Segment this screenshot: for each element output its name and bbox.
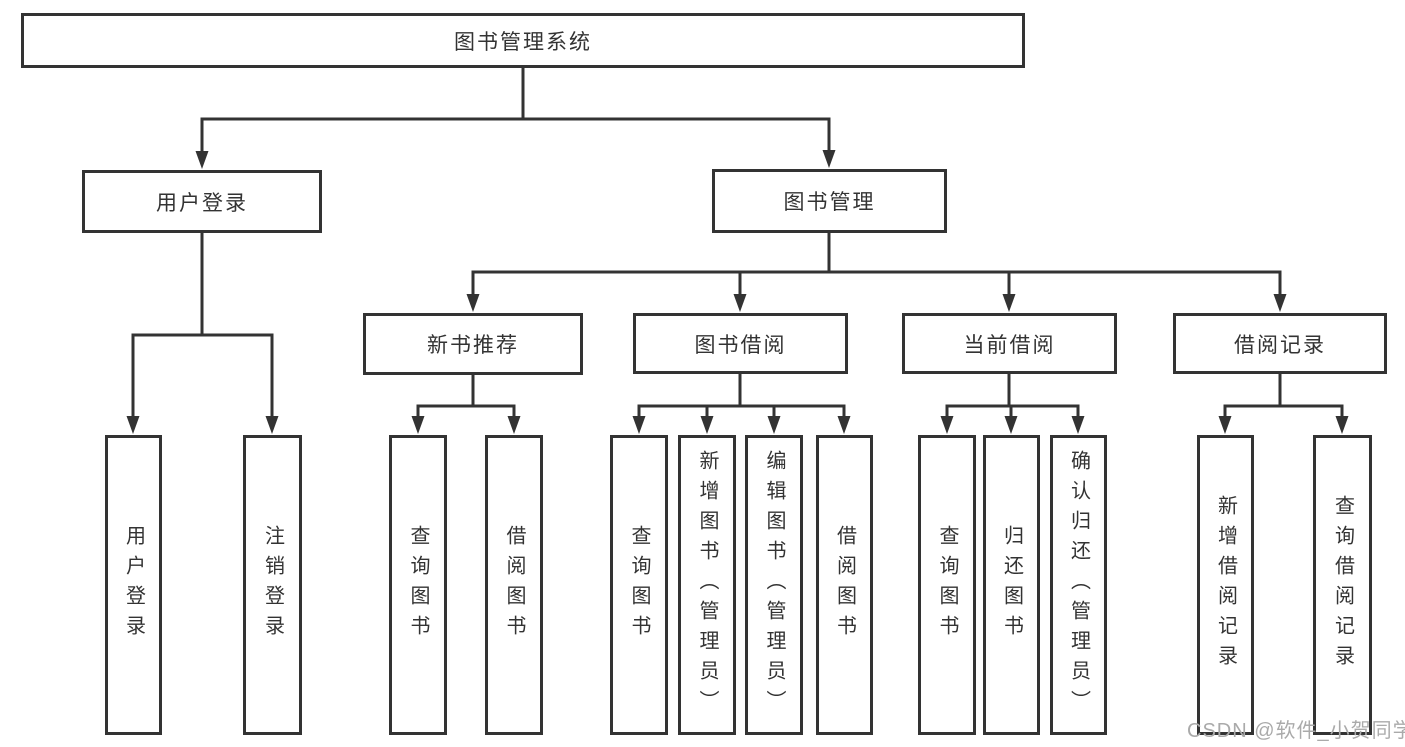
node-label: 图书借阅 xyxy=(694,333,787,357)
node-user-login: 用户登录 xyxy=(82,170,322,233)
node-label: 确认归还（管理员） xyxy=(1067,450,1090,720)
node-root-library-system: 图书管理系统 xyxy=(21,13,1025,68)
node-current-borrow: 当前借阅 xyxy=(902,313,1117,374)
node-label: 用户登录 xyxy=(122,525,145,645)
arrow-down-icon xyxy=(1002,294,1016,312)
arrow-down-icon xyxy=(1335,416,1349,434)
leaf-query-books-3: 查询图书 xyxy=(918,435,976,735)
arrow-down-icon xyxy=(837,416,851,434)
node-book-borrow: 图书借阅 xyxy=(633,313,848,374)
connector-current-borrow-to-leaves xyxy=(940,374,1085,434)
arrow-down-icon xyxy=(822,150,836,168)
node-new-book-recommend: 新书推荐 xyxy=(363,313,583,375)
leaf-return-books: 归还图书 xyxy=(983,435,1040,735)
connector-book-borrow-to-leaves xyxy=(632,374,851,434)
node-label: 新增借阅记录 xyxy=(1214,495,1237,675)
arrow-down-icon xyxy=(466,294,480,312)
node-label: 归还图书 xyxy=(1000,525,1023,645)
arrow-down-icon xyxy=(767,416,781,434)
arrow-down-icon xyxy=(126,416,140,434)
node-label: 查询图书 xyxy=(628,525,650,645)
arrow-down-icon xyxy=(1004,416,1018,434)
arrow-down-icon xyxy=(733,294,747,312)
node-label: 图书管理系统 xyxy=(454,30,592,54)
node-label: 用户登录 xyxy=(156,191,248,215)
leaf-query-books-2: 查询图书 xyxy=(610,435,668,735)
leaf-borrow-books-2: 借阅图书 xyxy=(816,435,873,735)
csdn-watermark: CSDN @软件_小贺同学 xyxy=(1187,720,1405,742)
leaf-logout: 注销登录 xyxy=(243,435,302,735)
leaf-query-books-1: 查询图书 xyxy=(389,435,447,735)
leaf-borrow-books-1: 借阅图书 xyxy=(485,435,543,735)
arrow-down-icon xyxy=(700,416,714,434)
arrow-down-icon xyxy=(940,416,954,434)
node-label: 借阅图书 xyxy=(503,525,525,645)
node-book-management: 图书管理 xyxy=(712,169,947,233)
node-label: 图书管理 xyxy=(783,191,876,214)
node-label: 当前借阅 xyxy=(963,333,1056,357)
leaf-edit-books-admin: 编辑图书（管理员） xyxy=(745,435,803,735)
arrow-down-icon xyxy=(1218,416,1232,434)
node-label: 借阅记录 xyxy=(1234,333,1326,357)
leaf-confirm-return-admin: 确认归还（管理员） xyxy=(1050,435,1107,735)
connector-book-management-to-level3 xyxy=(466,233,1287,312)
node-label: 新书推荐 xyxy=(427,334,519,357)
leaf-user-login: 用户登录 xyxy=(105,435,162,735)
arrow-down-icon xyxy=(195,151,209,169)
leaf-add-books-admin: 新增图书（管理员） xyxy=(678,435,736,735)
node-label: 编辑图书（管理员） xyxy=(763,450,785,720)
arrow-down-icon xyxy=(411,416,425,434)
node-label: 查询图书 xyxy=(936,525,958,645)
connector-borrow-record-to-leaves xyxy=(1218,374,1349,434)
node-label: 借阅图书 xyxy=(833,525,856,645)
arrow-down-icon xyxy=(632,416,646,434)
connector-root-to-level2 xyxy=(195,68,836,169)
arrow-down-icon xyxy=(265,416,279,434)
node-label: 查询图书 xyxy=(407,525,429,645)
node-label: 查询借阅记录 xyxy=(1331,495,1354,675)
leaf-query-borrow-record: 查询借阅记录 xyxy=(1313,435,1372,735)
node-borrow-record: 借阅记录 xyxy=(1173,313,1387,374)
arrow-down-icon xyxy=(507,416,521,434)
leaf-add-borrow-record: 新增借阅记录 xyxy=(1197,435,1254,735)
arrow-down-icon xyxy=(1071,416,1085,434)
arrow-down-icon xyxy=(1273,294,1287,312)
connector-new-book-recommend-to-leaves xyxy=(411,375,521,434)
node-label: 新增图书（管理员） xyxy=(696,450,718,720)
connector-user-login-to-leaves xyxy=(126,233,279,434)
node-label: 注销登录 xyxy=(261,525,284,645)
